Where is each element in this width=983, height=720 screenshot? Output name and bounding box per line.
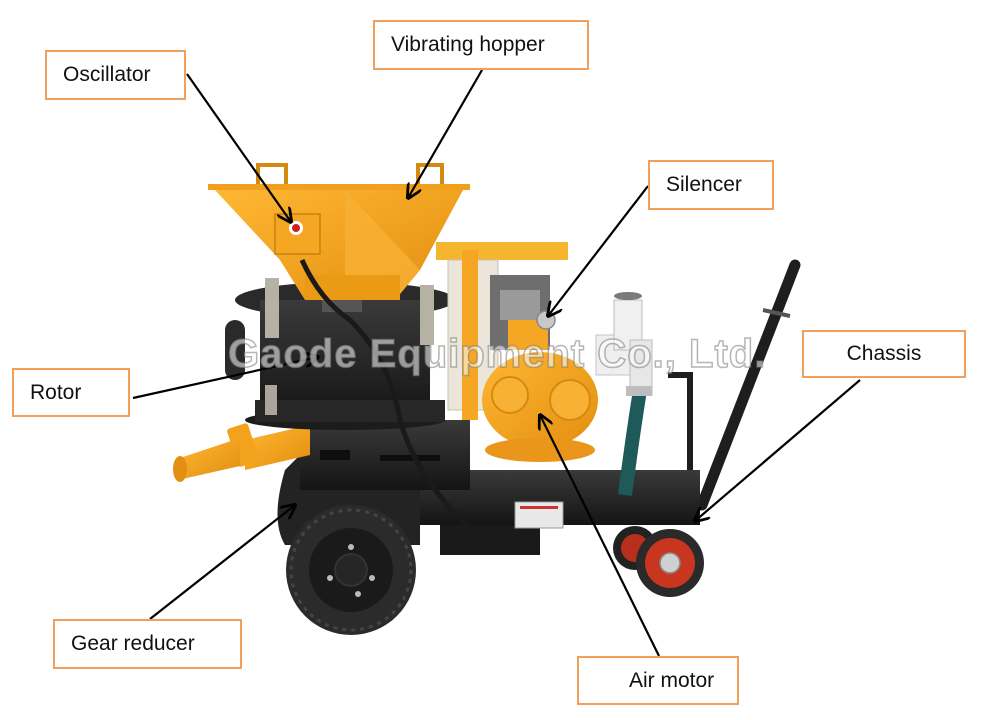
label-silencer: Silencer: [648, 160, 774, 210]
label-chassis: Chassis: [802, 330, 966, 378]
label-vibrating-hopper: Vibrating hopper: [373, 20, 589, 70]
leader-gear-reducer: [149, 505, 295, 620]
hopper: [208, 163, 470, 300]
leader-air-motor: [540, 415, 660, 657]
label-gear-reducer: Gear reducer: [53, 619, 242, 669]
label-rotor: Rotor: [12, 368, 130, 417]
filter-and-hose: [595, 292, 653, 496]
label-oscillator: Oscillator: [45, 50, 186, 100]
discharge-outlet: [173, 423, 310, 482]
leader-silencer: [548, 185, 649, 316]
front-wheel: [286, 505, 416, 635]
leader-rotor: [132, 357, 318, 400]
air-motor-unit: [482, 310, 598, 462]
caster-wheels: [613, 526, 704, 597]
rotor-housing: [225, 278, 455, 430]
leader-vibrating-hopper: [408, 69, 483, 198]
push-handle: [668, 259, 801, 511]
leader-lines: [132, 69, 861, 657]
leader-chassis: [695, 379, 861, 521]
label-air-motor: Air motor: [577, 656, 739, 705]
leader-oscillator: [186, 73, 291, 222]
